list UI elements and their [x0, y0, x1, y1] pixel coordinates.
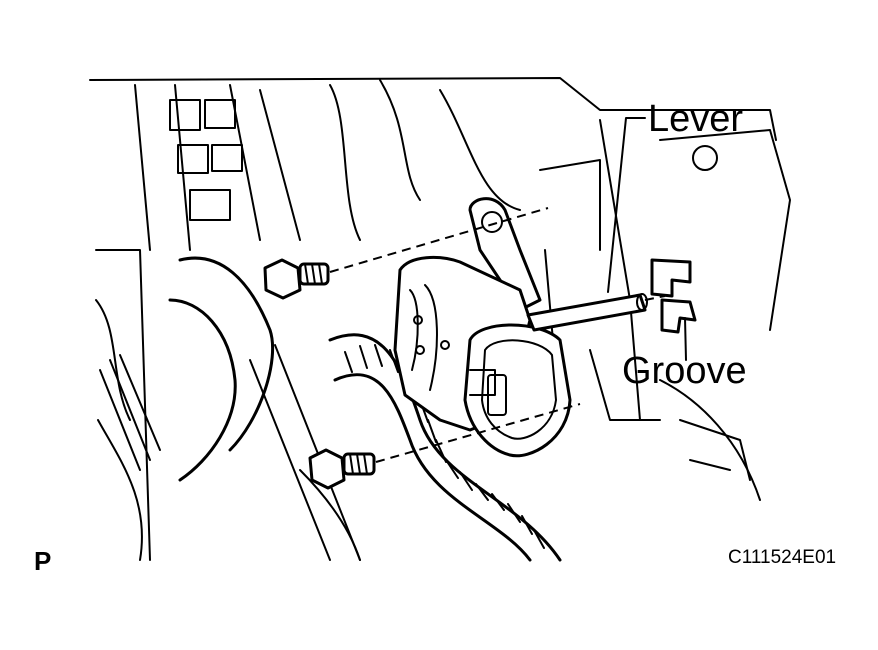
figure-code: C111524E01: [728, 547, 837, 568]
sensor-connector: [463, 323, 572, 458]
lever-rod: [526, 293, 648, 332]
wire-harness: [99, 256, 562, 562]
groove-label: Groove: [622, 350, 747, 392]
groove-clip: [650, 258, 697, 334]
lever-label: Lever: [648, 98, 744, 140]
mounting-bracket: [468, 197, 542, 312]
callout-leaders: [607, 117, 687, 361]
alignment-lines: [329, 207, 666, 463]
view-marker: P: [34, 546, 52, 576]
upper-bolt: [263, 258, 330, 300]
lower-bolt: [308, 448, 376, 490]
